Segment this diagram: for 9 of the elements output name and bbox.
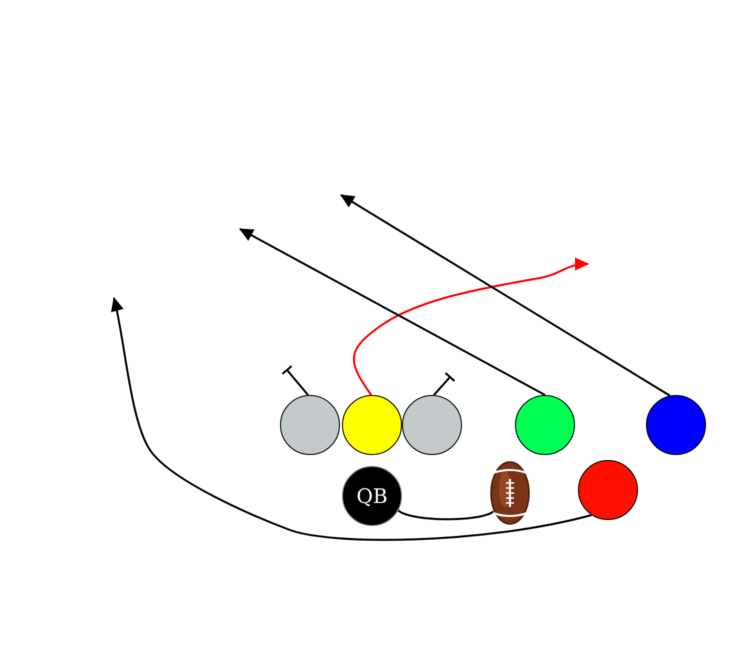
block-line xyxy=(281,365,309,396)
connector-line xyxy=(398,510,494,520)
block-line xyxy=(433,372,456,396)
route-arrow xyxy=(340,194,670,396)
route-arrow xyxy=(239,228,546,396)
route-arrow xyxy=(353,258,589,396)
football-drawing xyxy=(490,461,530,525)
route-arrow xyxy=(110,297,592,541)
player-label: QB xyxy=(356,484,388,508)
